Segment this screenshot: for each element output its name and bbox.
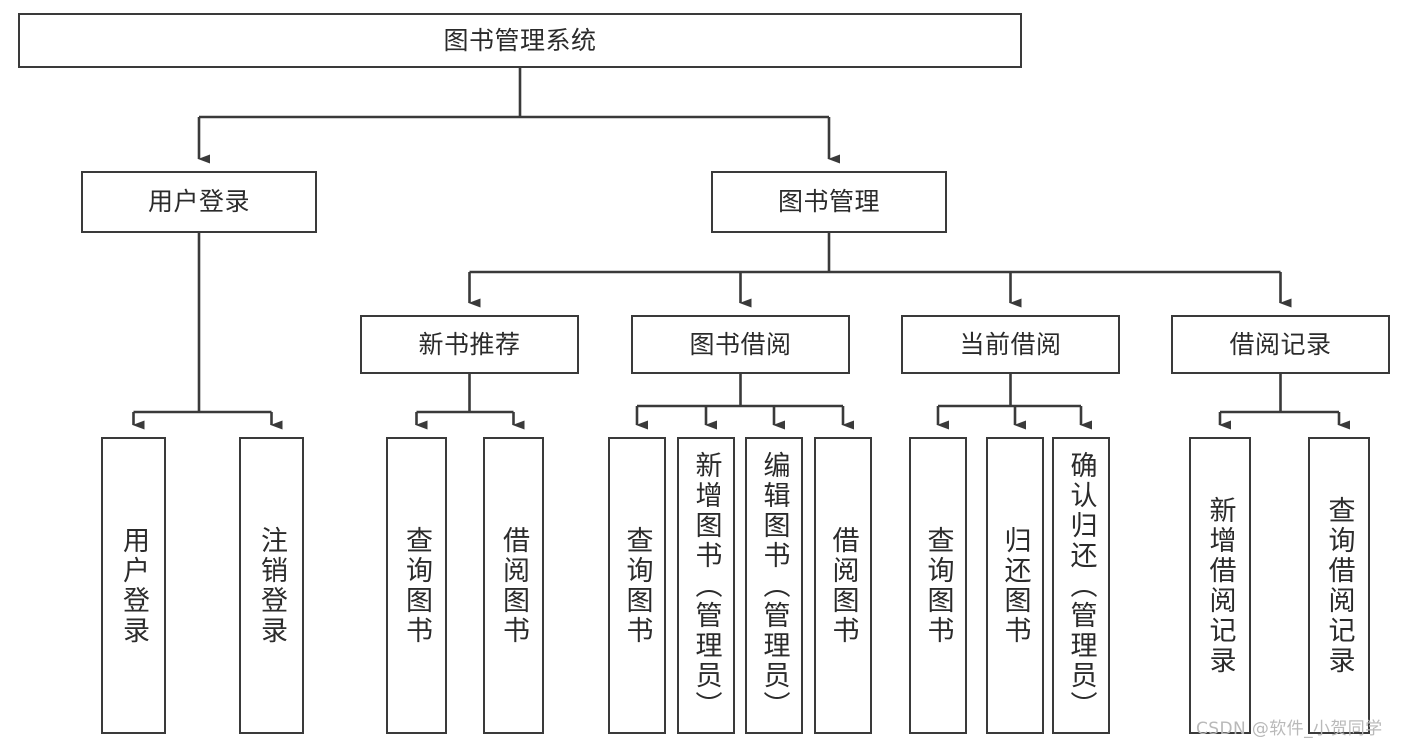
node-label: 新增图书（管理员）	[690, 451, 722, 721]
node-leaf-add-borrowing-record[interactable]: 新增借阅记录	[1189, 437, 1251, 734]
node-label: 归还图书	[999, 526, 1031, 646]
node-book-borrowing[interactable]: 图书借阅	[631, 315, 850, 374]
csdn-watermark: CSDN @软件_小贺同学	[1196, 719, 1383, 739]
node-label: 图书管理	[777, 187, 880, 216]
node-label: 图书管理系统	[443, 25, 597, 55]
node-user-login[interactable]: 用户登录	[81, 171, 317, 233]
node-leaf-return-book[interactable]: 归还图书	[986, 437, 1044, 734]
node-book-management[interactable]: 图书管理	[711, 171, 947, 233]
node-label: 新书推荐	[418, 329, 521, 359]
node-current-borrowing[interactable]: 当前借阅	[901, 315, 1120, 374]
node-new-book-recommendation[interactable]: 新书推荐	[360, 315, 579, 374]
node-leaf-query-books-recommendation[interactable]: 查询图书	[386, 437, 447, 734]
node-leaf-borrow-book[interactable]: 借阅图书	[814, 437, 872, 734]
node-label: 查询图书	[621, 526, 653, 646]
node-leaf-edit-book-admin[interactable]: 编辑图书（管理员）	[745, 437, 803, 734]
node-leaf-query-borrowing-record[interactable]: 查询借阅记录	[1308, 437, 1370, 734]
node-leaf-confirm-return-admin[interactable]: 确认归还（管理员）	[1052, 437, 1110, 734]
node-label: 查询借阅记录	[1323, 496, 1355, 676]
node-label: 查询图书	[401, 526, 432, 646]
node-label: 当前借阅	[959, 329, 1062, 359]
node-label: 借阅图书	[498, 526, 529, 646]
node-label: 查询图书	[922, 526, 954, 646]
node-leaf-query-books-borrowing[interactable]: 查询图书	[608, 437, 666, 734]
node-leaf-add-book-admin[interactable]: 新增图书（管理员）	[677, 437, 735, 734]
node-label: 确认归还（管理员）	[1065, 451, 1097, 721]
node-label: 新增借阅记录	[1204, 496, 1236, 676]
node-label: 用户登录	[118, 526, 149, 646]
node-label: 编辑图书（管理员）	[758, 451, 790, 721]
node-label: 图书借阅	[689, 329, 792, 359]
node-leaf-logout[interactable]: 注销登录	[239, 437, 304, 734]
node-label: 借阅图书	[827, 526, 859, 646]
node-leaf-query-books-current[interactable]: 查询图书	[909, 437, 967, 734]
node-label: 注销登录	[256, 526, 287, 646]
node-leaf-user-login[interactable]: 用户登录	[101, 437, 166, 734]
node-root-book-management-system[interactable]: 图书管理系统	[18, 13, 1022, 68]
node-label: 用户登录	[147, 187, 250, 216]
node-borrowing-record[interactable]: 借阅记录	[1171, 315, 1390, 374]
node-label: 借阅记录	[1229, 329, 1332, 359]
node-leaf-borrow-books-recommendation[interactable]: 借阅图书	[483, 437, 544, 734]
